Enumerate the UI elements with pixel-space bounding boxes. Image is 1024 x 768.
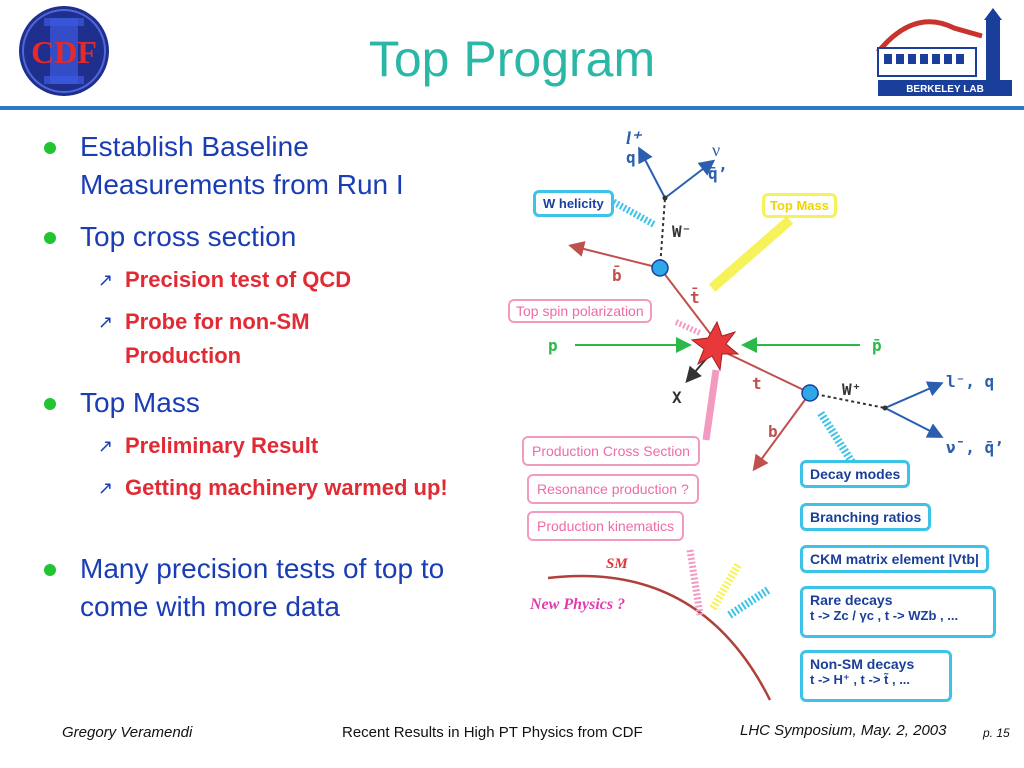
- label-p: p: [548, 336, 558, 355]
- label-nu-bar: ν̄ , q̄’: [946, 438, 1004, 457]
- w-plus-decay-1: [884, 381, 944, 409]
- box-kinematics: Production kinematics: [527, 511, 684, 541]
- bullet-text: Many precision tests of top to come with…: [80, 553, 445, 622]
- sm-label: SM: [606, 556, 628, 572]
- bullet-precision-tests: Many precision tests of top to come with…: [44, 550, 504, 626]
- bullet-text: Top Mass: [80, 387, 200, 418]
- box-w-helicity: W helicity: [533, 190, 614, 217]
- sub-precision-qcd: ↗ Precision test of QCD: [98, 263, 458, 297]
- w-minus-line: [659, 197, 666, 269]
- arrow-bullet-icon: ↗: [98, 312, 114, 332]
- label-q: q: [626, 148, 636, 167]
- w-plus-decay-2: [884, 407, 944, 438]
- rare-decays-title: Rare decays: [810, 592, 893, 608]
- non-sm-decays-title: Non-SM decays: [810, 656, 915, 672]
- box-resonance: Resonance production ?: [527, 474, 699, 504]
- arrow-bullet-icon: ↗: [98, 436, 114, 456]
- bullet-text: Top cross section: [80, 221, 297, 252]
- sub-text: Getting machinery warmed up!: [125, 475, 448, 500]
- top-mass-pointer: [708, 216, 794, 292]
- w-minus-decay-1: [638, 146, 666, 199]
- arrow-bullet-icon: ↗: [98, 270, 114, 290]
- new-physics-label: New Physics ?: [530, 596, 626, 613]
- t-line: [719, 349, 811, 394]
- b-line: [752, 392, 811, 472]
- rare-decays-body: t -> Zc / γc , t -> WZb , ...: [810, 608, 959, 623]
- w-minus-vertex: [662, 195, 668, 201]
- label-nu: ν: [712, 140, 721, 160]
- w-plus-vertex: [882, 405, 888, 411]
- sub-machinery: ↗ Getting machinery warmed up!: [98, 471, 498, 505]
- np-pointer-pink: [686, 549, 704, 616]
- bullet-top-mass: Top Mass: [44, 384, 484, 422]
- label-qbar: q̄’: [708, 164, 728, 183]
- cross-section-pointer: [702, 369, 720, 441]
- arrow-bullet-icon: ↗: [98, 478, 114, 498]
- cdf-logo: CDF: [14, 4, 114, 98]
- bullet-cross-section: Top cross section: [44, 218, 484, 256]
- np-pointer-blue: [725, 586, 771, 620]
- box-rare-decays: Rare decays t -> Zc / γc , t -> WZb , ..…: [800, 586, 996, 638]
- cdf-logo-text: CDF: [31, 34, 97, 70]
- berkeley-lab-logo-icon: BERKELEY LAB: [876, 8, 1012, 96]
- sub-text: Preliminary Result: [125, 433, 319, 458]
- label-l-plus: l⁺: [626, 128, 641, 148]
- t-decay-vertex: [801, 384, 819, 402]
- svg-text:BERKELEY LAB: BERKELEY LAB: [906, 84, 984, 95]
- sub-text: Precision test of QCD: [125, 267, 352, 292]
- box-top-spin: Top spin polarization: [508, 299, 652, 323]
- title-divider: [0, 106, 1024, 110]
- label-w-plus: W⁺: [842, 380, 862, 399]
- tbar-decay-vertex: [651, 259, 669, 277]
- bullet-dot-icon: [44, 142, 56, 154]
- bullet-baseline: Establish Baseline Measurements from Run…: [44, 128, 484, 204]
- box-non-sm-decays: Non-SM decays t -> H⁺ , t -> t̃ , ...: [800, 650, 952, 702]
- berkeley-lab-logo: BERKELEY LAB: [874, 8, 1019, 100]
- sub-text: Probe for non-SM Production: [125, 309, 310, 368]
- slide-title: Top Program: [368, 31, 656, 87]
- label-pbar: p̄: [872, 336, 882, 355]
- box-ckm: CKM matrix element |Vtb|: [800, 545, 989, 573]
- label-bbar: b̄: [612, 266, 622, 285]
- w-helicity-pointer: [608, 196, 657, 229]
- box-cross-section: Production Cross Section: [522, 436, 700, 466]
- label-tbar: t̄: [690, 288, 700, 307]
- footer-event: LHC Symposium, May. 2, 2003: [740, 722, 947, 739]
- label-w-minus: W⁻: [672, 222, 692, 241]
- label-t: t: [752, 374, 762, 393]
- footer-author: Gregory Veramendi: [62, 724, 193, 741]
- sub-preliminary-result: ↗ Preliminary Result: [98, 429, 458, 463]
- box-branching-ratios: Branching ratios: [800, 503, 932, 531]
- bullet-dot-icon: [44, 232, 56, 244]
- footer-page-number: p. 15: [983, 726, 1010, 740]
- sm-boundary-curve: [547, 574, 772, 701]
- bbar-line: [568, 241, 661, 269]
- cdf-logo-icon: [19, 6, 109, 96]
- sub-non-sm-production: ↗ Probe for non-SM Production: [98, 305, 398, 373]
- bullet-text: Establish Baseline Measurements from Run…: [80, 131, 404, 200]
- w-minus-decay-2: [664, 159, 716, 199]
- footer-talk-title: Recent Results in High PT Physics from C…: [342, 724, 643, 741]
- bullet-dot-icon: [44, 398, 56, 410]
- box-top-mass: Top Mass: [762, 193, 837, 218]
- box-decay-modes: Decay modes: [800, 460, 911, 488]
- collision-star-icon: [690, 320, 740, 372]
- w-plus-line: [809, 392, 886, 409]
- non-sm-decays-body: t -> H⁺ , t -> t̃ , ...: [810, 672, 911, 687]
- label-x: X: [672, 388, 682, 407]
- tbar-line: [659, 267, 716, 341]
- bullet-dot-icon: [44, 564, 56, 576]
- decay-pointer: [816, 409, 856, 465]
- label-b: b: [768, 422, 778, 441]
- np-pointer-yellow: [708, 562, 742, 613]
- label-l-minus: l⁻, q: [946, 372, 995, 391]
- spin-pointer: [674, 319, 702, 336]
